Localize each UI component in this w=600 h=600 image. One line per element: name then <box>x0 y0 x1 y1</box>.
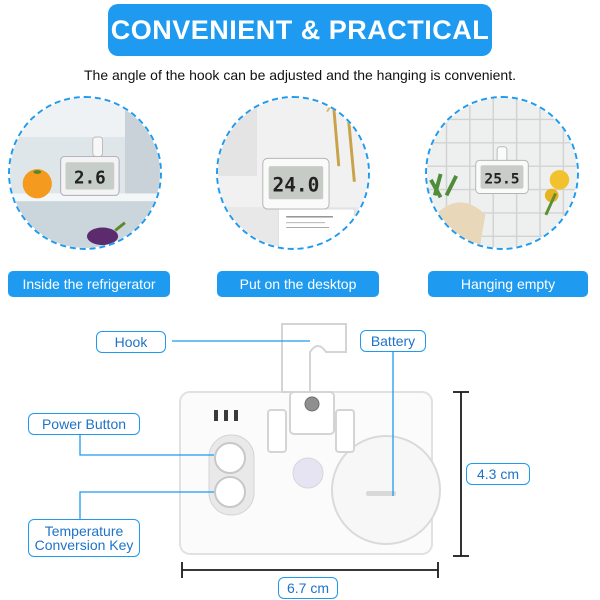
refrigerator-scene-image: 2.6 <box>8 96 162 250</box>
callout-power-button: Power Button <box>28 413 140 435</box>
power-button <box>214 442 246 474</box>
desktop-scene-image: 24.0 <box>216 96 370 250</box>
refrigerator-illustration: 2.6 <box>10 98 160 248</box>
hanging-scene-image: 25.5 <box>425 96 579 250</box>
battery-cover <box>331 435 441 545</box>
hanging-display-reading: 25.5 <box>484 171 519 188</box>
callout-temperature-line2: Conversion Key <box>34 537 134 553</box>
caption-hanging: Hanging empty <box>428 271 588 297</box>
dimension-lines <box>181 391 469 578</box>
device-body <box>179 391 433 555</box>
page-title: CONVENIENT & PRACTICAL <box>110 14 490 45</box>
caption-refrigerator: Inside the refrigerator <box>8 271 170 297</box>
callout-temperature-conversion-key: Temperature Conversion Key <box>28 519 140 557</box>
dimension-width-label: 6.7 cm <box>278 577 338 599</box>
sensor-window <box>292 457 324 489</box>
button-recess <box>208 434 255 516</box>
dimension-height-label: 4.3 cm <box>466 463 530 485</box>
desktop-illustration: 24.0 <box>218 98 368 248</box>
callout-temperature-line1: Temperature <box>44 523 124 539</box>
hook-assembly <box>267 323 355 453</box>
page-subtitle: The angle of the hook can be adjusted an… <box>84 67 516 83</box>
fridge-display-reading: 2.6 <box>74 169 106 189</box>
vent-slots <box>214 410 238 421</box>
caption-desktop: Put on the desktop <box>217 271 379 297</box>
callout-battery: Battery <box>360 330 426 352</box>
title-banner: CONVENIENT & PRACTICAL <box>108 4 492 56</box>
desktop-display-reading: 24.0 <box>272 174 319 197</box>
callout-hook: Hook <box>96 331 166 353</box>
hanging-illustration: 25.5 <box>427 98 577 248</box>
temperature-conversion-key <box>214 476 246 508</box>
hook-pivot <box>304 396 320 412</box>
battery-cover-slot <box>366 491 396 496</box>
